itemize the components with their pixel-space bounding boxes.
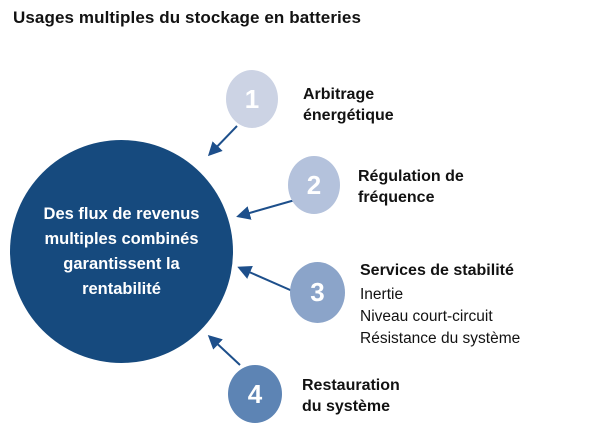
item-3-detail: Niveau court-circuit (360, 308, 493, 325)
item-4-number: 4 (247, 378, 263, 409)
item-3-number-circle: 3 (290, 262, 345, 323)
item-2-number-circle: 2 (288, 156, 340, 214)
central-circle: Des flux de revenus multiples combinés g… (10, 140, 233, 363)
arrow-item-4 (207, 334, 241, 366)
item-1-number-circle: 1 (226, 70, 278, 128)
item-4-label-line: Restauration (302, 377, 400, 394)
arrow-item-1 (207, 125, 238, 157)
page-title: Usages multiples du stockage en batterie… (13, 8, 361, 27)
item-2-label-line: fréquence (358, 189, 435, 206)
item-2-number: 2 (306, 169, 322, 200)
item-3-detail: Inertie (360, 286, 404, 303)
arrow-item-2 (236, 199, 296, 220)
item-3-heading: Services de stabilité (360, 262, 514, 279)
item-3-detail: Résistance du système (360, 330, 521, 347)
central-text-line: Des flux de revenus (43, 204, 200, 223)
item-3-label: Services de stabilité Inertie Niveau cou… (360, 260, 520, 350)
item-1-label: Arbitrage énergétique (303, 84, 394, 126)
item-1-number: 1 (244, 83, 260, 114)
item-1-label-line: Arbitrage (303, 86, 375, 103)
central-text-line: rentabilité (82, 279, 161, 298)
central-circle-text: Des flux de revenus multiples combinés g… (44, 202, 200, 302)
item-2-label-line: Régulation de (358, 168, 464, 185)
item-2-label: Régulation de fréquence (358, 166, 464, 208)
central-text-line: multiples combinés (44, 229, 199, 248)
item-4-label: Restauration du système (302, 375, 400, 417)
item-4-number-circle: 4 (228, 365, 282, 423)
arrow-item-3 (237, 266, 298, 294)
item-4-label-line: du système (302, 398, 391, 415)
item-3-number: 3 (310, 277, 325, 307)
central-text-line: garantissent la (63, 254, 180, 273)
item-1-label-line: énergétique (303, 107, 394, 124)
